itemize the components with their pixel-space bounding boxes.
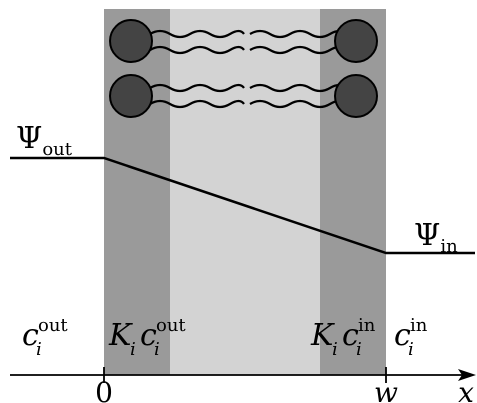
axis-width-label: w bbox=[374, 376, 398, 403]
psi-in-label: Ψin bbox=[414, 218, 458, 257]
headgroup-bottom-right bbox=[335, 75, 377, 117]
conc-inside-label: c i in bbox=[394, 315, 428, 363]
psi-out-label: Ψout bbox=[16, 121, 73, 160]
headgroup-top-left bbox=[110, 20, 152, 62]
axis-variable-label: x bbox=[458, 376, 474, 403]
conc-outside-label: c i out bbox=[22, 315, 68, 363]
hydrophobic-core-region bbox=[170, 9, 320, 375]
headgroup-top-right bbox=[335, 20, 377, 62]
axis-origin-label: 0 bbox=[95, 376, 113, 403]
headgroup-bottom-left bbox=[110, 75, 152, 117]
